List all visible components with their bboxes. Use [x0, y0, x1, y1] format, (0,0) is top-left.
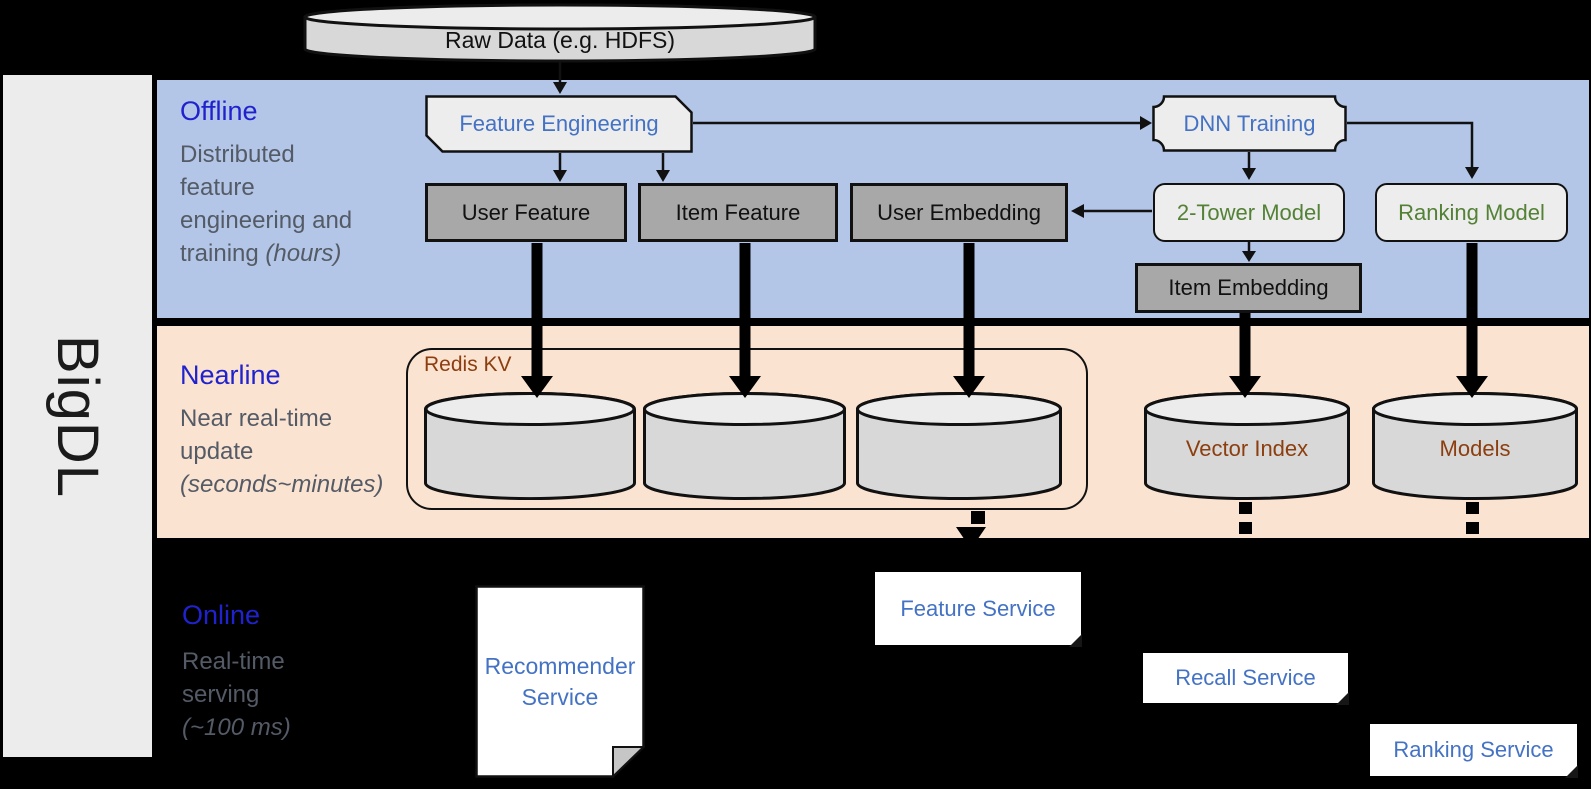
offline-description: Distributed feature engineering and trai… [180, 141, 353, 267]
redis-cylinder-2 [643, 392, 846, 500]
item-feature-node: Item Feature [638, 183, 838, 242]
redis-cylinder-3 [856, 392, 1062, 500]
bigdl-sidebar: BigDL [3, 75, 152, 757]
user-feature-node: User Feature [425, 183, 627, 242]
plaque-shape [1152, 95, 1347, 152]
recommender-service-node: Recommender Service [475, 585, 646, 779]
bigdl-brand: BigDL [45, 334, 111, 498]
database-cylinder-icon [1144, 392, 1350, 500]
models-store: Models [1372, 392, 1578, 500]
database-cylinder-icon [424, 391, 636, 501]
user-embedding-node: User Embedding [850, 183, 1068, 242]
recommender-service-label: Recommender Service [484, 652, 636, 710]
ranking-model-node: Ranking Model [1375, 183, 1568, 242]
two-tower-model-node: 2-Tower Model [1153, 183, 1345, 242]
redis-kv-label: Redis KV [424, 353, 512, 376]
feature-service-node: Feature Service [875, 572, 1082, 647]
item-embedding-node: Item Embedding [1135, 263, 1362, 313]
database-cylinder-icon [1372, 392, 1578, 500]
vector-index-label: Vector Index [1185, 436, 1309, 461]
models-label: Models [1439, 436, 1511, 461]
database-cylinder-icon [643, 392, 846, 500]
ranking-service-node: Ranking Service [1370, 724, 1578, 778]
raw-data-store: Raw Data (e.g. HDFS) [303, 3, 817, 63]
offline-title: Offline [180, 96, 258, 126]
database-cylinder-icon [856, 392, 1062, 500]
redis-cylinder-1 [424, 391, 636, 501]
database-cylinder-icon [303, 3, 817, 63]
folded-corner-icon [1069, 634, 1082, 647]
raw-data-label: Raw Data (e.g. HDFS) [444, 27, 676, 53]
recall-service-node: Recall Service [1143, 653, 1349, 705]
document-shape [475, 585, 646, 779]
folded-corner-icon [1336, 692, 1349, 705]
online-description: Real-time serving (~100 ms) [182, 648, 291, 741]
nearline-description: Near real-time update (seconds~minutes) [180, 405, 384, 498]
folded-corner-icon [1565, 765, 1578, 778]
dnn-training-node: DNN Training [1152, 95, 1347, 152]
vector-index-store: Vector Index [1144, 392, 1350, 500]
feature-engineering-node: Feature Engineering [425, 95, 693, 153]
snip-rectangle-shape [425, 95, 693, 153]
nearline-title: Nearline [180, 360, 281, 390]
online-title: Online [182, 600, 261, 630]
